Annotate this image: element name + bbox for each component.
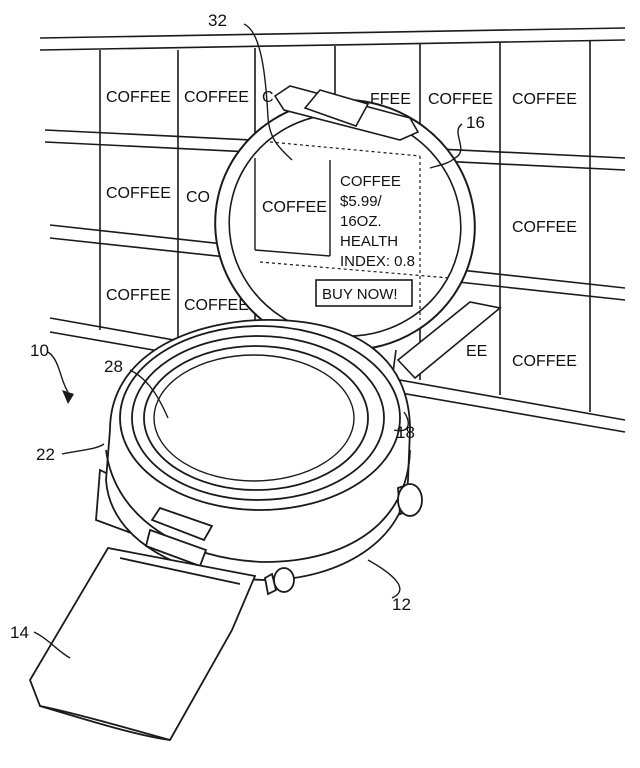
leader-lines <box>33 23 463 659</box>
shelf-labels: COFFEE COFFEE C FFEE COFFEE COFFEE COFFE… <box>106 89 577 370</box>
reference-numerals: 32 16 10 28 22 18 12 14 <box>10 11 485 642</box>
shelf-label: COFFEE <box>106 287 171 304</box>
ref-14: 14 <box>10 623 29 642</box>
shelf-label: C <box>262 89 274 106</box>
ref-28: 28 <box>104 357 123 376</box>
shelf-label: COFFEE <box>106 185 171 202</box>
info-line-2: $5.99/ <box>340 193 383 210</box>
buy-now-button: BUY NOW! <box>322 286 398 303</box>
shelf-label: COFFEE <box>512 91 577 108</box>
ref-22: 22 <box>36 445 55 464</box>
display-product-label: COFFEE <box>262 199 327 216</box>
ref-12: 12 <box>392 595 411 614</box>
shelf-label: COFFEE <box>184 89 249 106</box>
shelf-label: EE <box>466 343 487 360</box>
shelf-label: CO <box>186 189 210 206</box>
info-line-3: 16OZ. <box>340 213 382 230</box>
watch-band <box>29 546 257 741</box>
ref-16: 16 <box>466 113 485 132</box>
shelf-label: COFFEE <box>184 297 249 314</box>
shelf-label: COFFEE <box>512 353 577 370</box>
info-line-4: HEALTH <box>340 233 398 250</box>
info-line-5: INDEX: 0.8 <box>340 253 415 270</box>
shelf-label: COFFEE <box>512 219 577 236</box>
watch-body <box>95 319 423 596</box>
shelf-label: COFFEE <box>106 89 171 106</box>
display-content: COFFEE COFFEE $5.99/ 16OZ. HEALTH INDEX:… <box>254 141 451 320</box>
ref-32: 32 <box>208 11 227 30</box>
info-line-1: COFFEE <box>340 173 401 190</box>
ref-18: 18 <box>396 423 415 442</box>
arrow-head-10 <box>62 390 74 404</box>
buy-now-button-frame <box>315 279 413 307</box>
shelf-label: COFFEE <box>428 91 493 108</box>
shelf-label: FFEE <box>370 91 411 108</box>
ref-10: 10 <box>30 341 49 360</box>
